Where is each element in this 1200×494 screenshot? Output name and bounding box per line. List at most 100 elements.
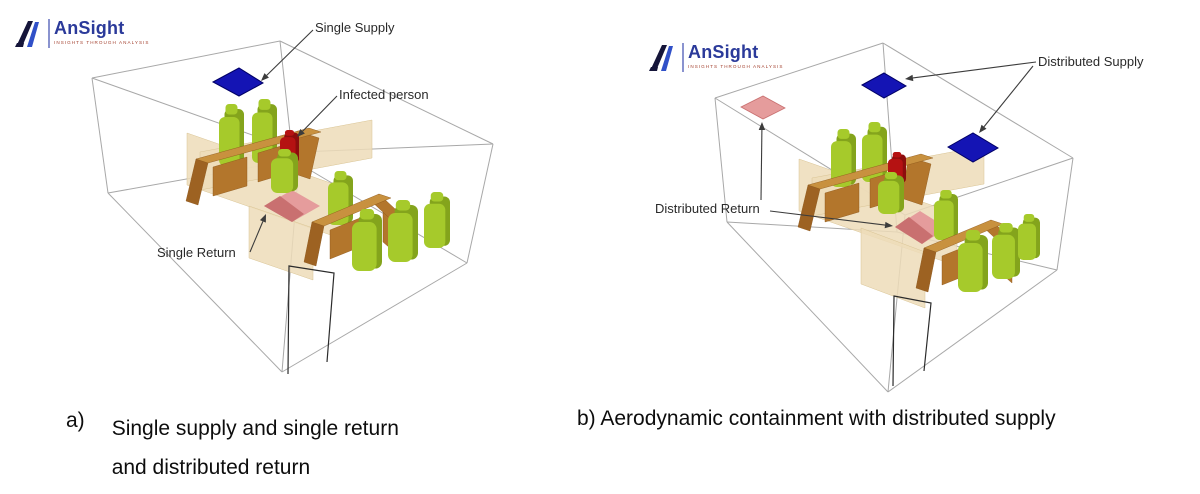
wire-edge: [714, 42, 884, 99]
wire-edge: [91, 40, 281, 79]
person-figure-head: [884, 172, 898, 180]
person-figure-head: [999, 223, 1013, 233]
partition-panel: [860, 227, 926, 309]
ansight-monogram-icon: [648, 42, 678, 79]
desk: [311, 193, 392, 227]
arrowhead-icon: [758, 122, 766, 131]
logo-brand-text: AnSight: [54, 18, 125, 38]
logo-divider: [48, 19, 50, 48]
return-vent-shade: [264, 196, 304, 222]
supply-vent: [860, 72, 908, 99]
arrowhead-icon: [884, 221, 893, 229]
leader-arrow: [297, 95, 338, 137]
person-figure: [992, 223, 1020, 279]
person-figure-body: [992, 234, 1015, 279]
logo-divider: [682, 43, 684, 72]
person-figure-body: [1018, 223, 1037, 260]
caption-a-line1: Single supply and single return: [111, 417, 399, 440]
wire-edge: [726, 221, 889, 393]
person-figure-body: [352, 222, 377, 271]
person-figure-head: [965, 230, 981, 241]
caption-b: b) Aerodynamic containment with distribu…: [577, 407, 1056, 430]
leader-line: [266, 29, 314, 76]
leader-arrow: [769, 210, 893, 229]
caption-a: a) Single supply and single return and d…: [66, 409, 399, 487]
person-figure: [958, 230, 988, 292]
leader-line: [249, 221, 264, 253]
room-b-scene: [714, 42, 1074, 393]
person-figure-head: [258, 99, 271, 110]
leader-arrow: [758, 122, 766, 201]
leader-line: [760, 129, 763, 201]
person-figure-body: [388, 213, 413, 262]
wire-edge: [279, 40, 494, 145]
person-figure-body: [271, 158, 294, 193]
wire-edge: [887, 269, 1058, 393]
door-outline: [892, 295, 932, 387]
leader-line: [302, 95, 338, 132]
person-figure: [1018, 214, 1040, 260]
label-single-supply: Single Supply: [315, 20, 395, 35]
label-single-return: Single Return: [157, 245, 236, 260]
wire-edge: [281, 262, 468, 373]
wire-edge: [107, 192, 283, 373]
person-figure: [424, 192, 450, 248]
person-figure-head: [1023, 214, 1035, 222]
person-figure: [934, 190, 958, 240]
wire-edge: [1056, 157, 1074, 271]
ansight-logo: AnSight INSIGHTS THROUGH ANALYSIS: [14, 18, 150, 55]
leader-line: [769, 210, 886, 226]
desk: [824, 182, 860, 223]
person-figure-body: [934, 200, 954, 240]
caption-a-marker: a): [66, 409, 85, 432]
arrowhead-icon: [297, 129, 305, 137]
leader-arrow: [261, 29, 314, 81]
leader-line: [912, 61, 1037, 79]
logo-tagline-text: INSIGHTS THROUGH ANALYSIS: [54, 40, 150, 45]
person-figure-head: [278, 149, 291, 157]
leader-line: [983, 65, 1034, 128]
wire-edge: [882, 42, 1074, 159]
caption-a-line2: and distributed return: [111, 456, 311, 479]
label-distributed-supply: Distributed Supply: [1038, 54, 1144, 69]
wire-edge: [714, 97, 728, 223]
person-figure-head: [430, 192, 444, 202]
person-figure-body: [958, 243, 983, 292]
person-figure-head: [395, 200, 411, 211]
person-figure-head: [837, 129, 850, 139]
infected-person-figure-head: [892, 152, 902, 158]
arrowhead-icon: [261, 73, 269, 81]
person-figure-head: [868, 122, 881, 133]
ansight-logo: AnSight INSIGHTS THROUGH ANALYSIS: [648, 42, 784, 79]
wire-edge: [466, 143, 494, 264]
leader-arrow: [979, 65, 1034, 133]
logo-tagline-text: INSIGHTS THROUGH ANALYSIS: [688, 64, 784, 69]
person-figure-body: [424, 203, 446, 248]
return-vent: [740, 95, 786, 120]
leader-arrow: [905, 61, 1037, 82]
logo-brand-text: AnSight: [688, 42, 759, 62]
leader-arrow: [249, 214, 266, 253]
person-figure: [271, 149, 298, 193]
room-a-scene: [91, 29, 494, 375]
supply-vent: [947, 132, 999, 163]
wire-edge: [91, 77, 109, 194]
person-figure: [352, 209, 382, 271]
label-infected-person: Infected person: [339, 87, 429, 102]
person-figure-body: [878, 180, 900, 214]
return-vent-shade: [895, 217, 933, 244]
person-figure-head: [940, 190, 952, 199]
desk: [212, 156, 248, 197]
person-figure: [388, 200, 418, 262]
ansight-monogram-icon: [14, 18, 44, 55]
label-distributed-return: Distributed Return: [655, 201, 760, 216]
arrowhead-icon: [259, 214, 266, 223]
infected-person-figure-head: [284, 130, 295, 136]
person-figure: [878, 172, 904, 214]
person-figure-head: [359, 209, 375, 220]
person-figure-head: [334, 171, 347, 181]
arrowhead-icon: [905, 74, 914, 82]
supply-vent: [211, 67, 264, 97]
